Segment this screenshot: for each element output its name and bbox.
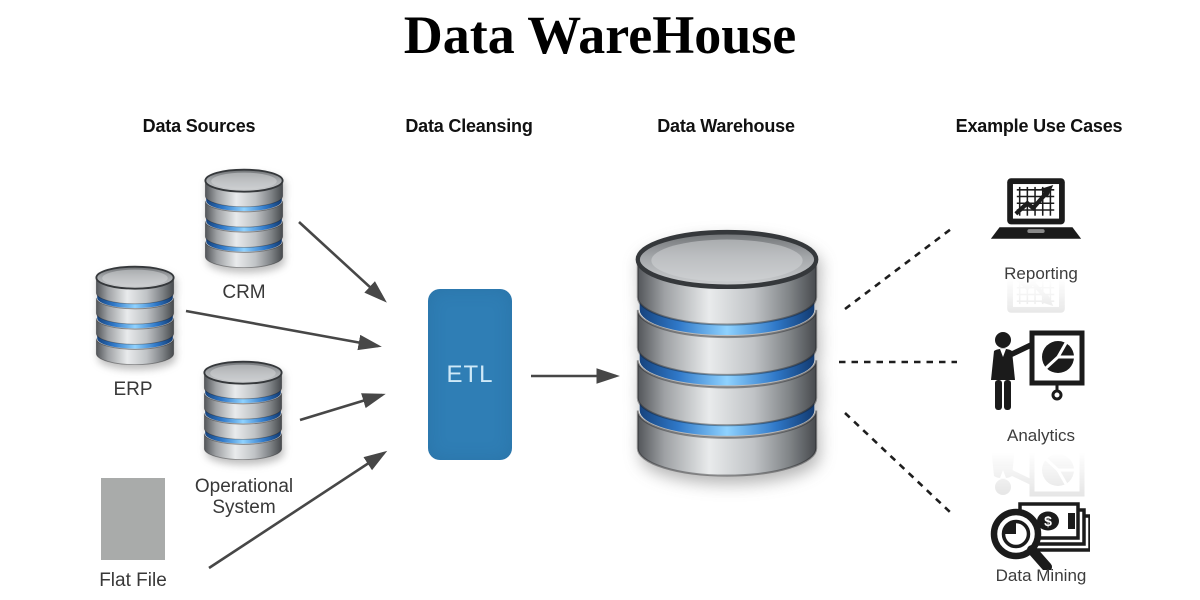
- operational-system-label: Operational System: [194, 476, 294, 518]
- data-warehouse-database-icon: [630, 228, 824, 484]
- dotted-warehouse-to-reporting: [844, 227, 952, 311]
- reporting-icon-wrap: [988, 172, 1084, 313]
- column-header-example-use-cases: Example Use Cases: [955, 116, 1123, 136]
- etl-label: ETL: [446, 360, 494, 388]
- laptop-chart-icon: [990, 178, 1082, 239]
- arrow-operational-to-etl: [299, 393, 386, 422]
- column-header-data-cleansing: Data Cleansing: [405, 116, 533, 136]
- flat-file-rectangle: [101, 478, 165, 560]
- dollar-glyph: $: [1044, 513, 1052, 529]
- column-header-data-warehouse: Data Warehouse: [657, 116, 795, 136]
- presenter-pie-board-icon: [991, 330, 1085, 410]
- analytics-label: Analytics: [1006, 426, 1076, 445]
- flat-file-label: Flat File: [99, 570, 167, 591]
- magnifier-money-icon: $: [990, 502, 1090, 570]
- column-header-data-sources: Data Sources: [142, 116, 256, 136]
- arrow-erp-to-etl: [185, 309, 382, 351]
- erp-label: ERP: [113, 379, 153, 400]
- crm-label: CRM: [222, 282, 266, 303]
- erp-database-icon: [93, 265, 177, 368]
- dotted-warehouse-to-datamining: [844, 412, 952, 514]
- data-mining-label: Data Mining: [995, 566, 1087, 585]
- analytics-icon-wrap: [988, 328, 1088, 497]
- crm-database-icon: [202, 168, 286, 271]
- operational-system-database-icon: [201, 360, 285, 463]
- data-mining-icon-wrap: $ $: [986, 490, 1090, 600]
- etl-box: ETL: [428, 289, 512, 460]
- page-title: Data WareHouse: [403, 5, 797, 65]
- reporting-label: Reporting: [1004, 264, 1078, 283]
